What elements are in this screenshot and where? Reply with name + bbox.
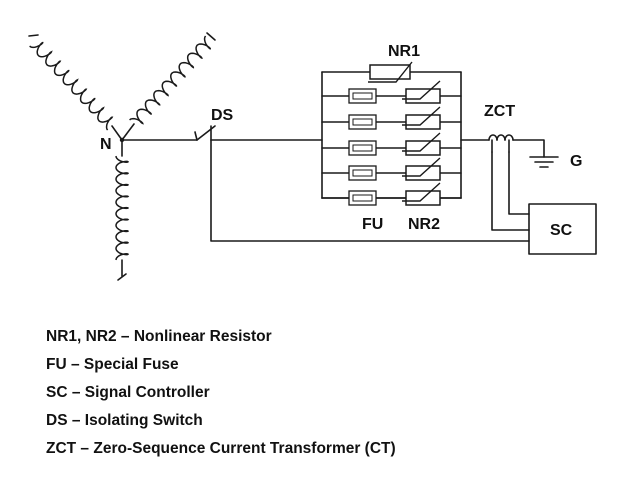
fuse bbox=[348, 190, 377, 206]
label-nr2: NR2 bbox=[408, 216, 440, 233]
nr2-resistor bbox=[402, 132, 441, 156]
nr1-resistor bbox=[368, 61, 413, 83]
nr2-resistor bbox=[402, 80, 441, 104]
label-neutral: N bbox=[100, 136, 112, 153]
ground-lead bbox=[512, 139, 545, 158]
legend-item-isolating-switch: DS – Isolating Switch bbox=[46, 412, 203, 429]
winding-lower bbox=[115, 139, 130, 281]
branch-row bbox=[321, 157, 462, 181]
label-ds: DS bbox=[211, 107, 234, 124]
fuse-resistor-branches bbox=[321, 80, 462, 206]
nr2-resistor bbox=[402, 182, 441, 206]
legend-list: NR1, NR2 – Nonlinear Resistor FU – Speci… bbox=[46, 326, 396, 466]
branch-row bbox=[321, 80, 462, 104]
legend-item-signal-controller: SC – Signal Controller bbox=[46, 384, 210, 401]
fuse bbox=[348, 114, 377, 130]
isolating-switch bbox=[194, 125, 323, 141]
winding-right bbox=[121, 32, 216, 141]
legend-item-nonlinear-resistor: NR1, NR2 – Nonlinear Resistor bbox=[46, 328, 272, 345]
label-nr1: NR1 bbox=[388, 43, 420, 60]
legend-item-zct: ZCT – Zero-Sequence Current Transformer … bbox=[46, 440, 396, 457]
signal-controller-box bbox=[528, 203, 597, 255]
branch-row bbox=[321, 106, 462, 130]
fuse bbox=[348, 165, 377, 181]
winding-left bbox=[28, 34, 123, 141]
zct-lead-b bbox=[508, 151, 530, 215]
label-ground: G bbox=[570, 153, 582, 170]
zct-transformer bbox=[488, 134, 514, 153]
return-line bbox=[210, 139, 530, 242]
label-sc: SC bbox=[550, 222, 573, 239]
label-zct: ZCT bbox=[484, 103, 515, 120]
star-windings bbox=[28, 32, 216, 281]
circuit-schematic: N DS NR1 FU NR2 ZCT bbox=[28, 32, 597, 281]
branch-row bbox=[321, 182, 462, 206]
zct-lead-a bbox=[491, 151, 530, 231]
nr2-resistor bbox=[402, 157, 441, 181]
legend-item-special-fuse: FU – Special Fuse bbox=[46, 356, 179, 373]
branch-row bbox=[321, 132, 462, 156]
ground-icon bbox=[529, 156, 559, 168]
fuse bbox=[348, 88, 377, 104]
label-fu: FU bbox=[362, 216, 383, 233]
nr2-resistor bbox=[402, 106, 441, 130]
fuse bbox=[348, 140, 377, 156]
